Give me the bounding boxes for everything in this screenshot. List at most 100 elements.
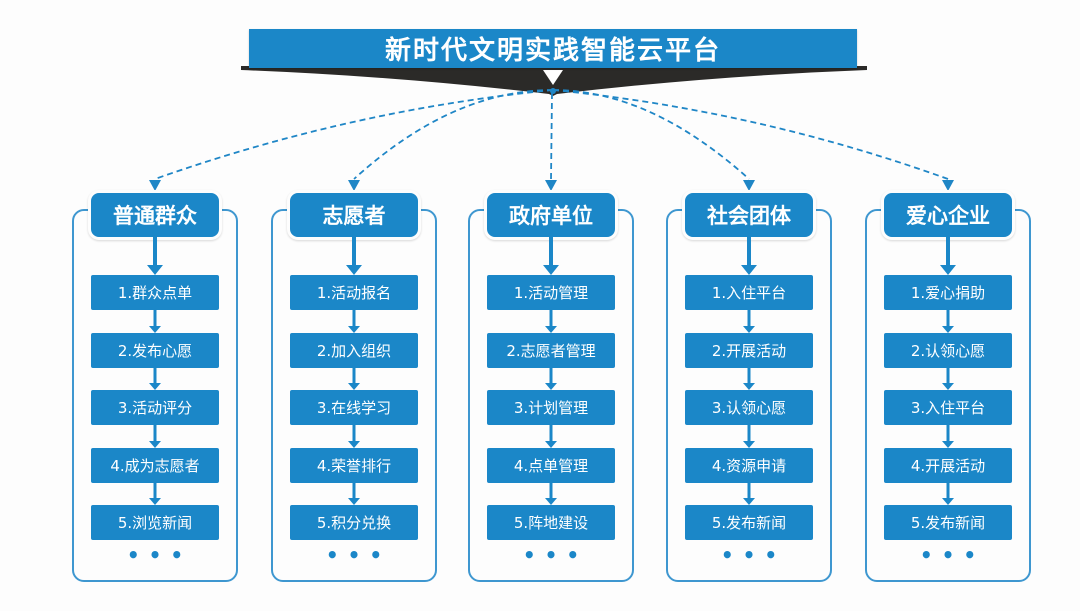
arrow-stem (352, 237, 356, 266)
arrow-down-icon (741, 237, 757, 275)
step-label: 3.在线学习 (316, 399, 392, 417)
arrow-head (348, 498, 360, 505)
arrow-stem (352, 368, 356, 384)
arrow-stem (549, 425, 553, 442)
arrow-head (545, 326, 557, 333)
step-box: 5.积分兑换 (290, 505, 418, 540)
arrow-stem (153, 483, 157, 499)
step-label: 4.资源申请 (711, 457, 787, 475)
step-box: 4.点单管理 (487, 448, 615, 483)
arrow-head (147, 265, 163, 275)
column-government-units: 政府单位 1.活动管理 2.志愿者管理 3.计划管理 4.点单管理 5.阵地建设… (468, 190, 634, 593)
arrow-down-icon (543, 368, 559, 390)
column-header: 普通群众 (88, 190, 222, 240)
more-steps-ellipsis: ••• (919, 543, 986, 567)
arrow-head (942, 326, 954, 333)
more-steps-ellipsis: ••• (325, 543, 392, 567)
arrow-stem (549, 310, 553, 327)
platform-title-banner: 新时代文明实践智能云平台 (249, 29, 857, 68)
step-box: 2.认领心愿 (884, 333, 1012, 368)
arrow-head (149, 383, 161, 390)
arrow-stem (352, 425, 356, 442)
step-box: 5.发布新闻 (685, 505, 813, 540)
arrow-stem (946, 237, 950, 266)
step-label: 2.开展活动 (711, 342, 787, 360)
column-volunteers: 志愿者 1.活动报名 2.加入组织 3.在线学习 4.荣誉排行 5.积分兑换 •… (271, 190, 437, 593)
step-box: 1.入住平台 (685, 275, 813, 310)
arrow-head (348, 326, 360, 333)
arrow-head (348, 383, 360, 390)
arrow-head (149, 326, 161, 333)
arrow-down-icon (346, 237, 362, 275)
column-header-label: 志愿者 (322, 204, 386, 228)
arrow-down-icon (346, 425, 362, 448)
column-header-label: 社会团体 (707, 204, 791, 228)
arrow-stem (946, 368, 950, 384)
step-box: 2.发布心愿 (91, 333, 219, 368)
arrow-head (942, 498, 954, 505)
arrow-stem (747, 425, 751, 442)
arrow-head (149, 498, 161, 505)
arrow-stem (946, 425, 950, 442)
arrow-head (743, 326, 755, 333)
step-box: 1.活动报名 (290, 275, 418, 310)
arrow-head (149, 441, 161, 448)
arrow-head (942, 383, 954, 390)
step-box: 5.发布新闻 (884, 505, 1012, 540)
arrow-down-icon (543, 483, 559, 505)
arrow-stem (946, 310, 950, 327)
step-box: 3.在线学习 (290, 390, 418, 425)
step-label: 4.点单管理 (513, 457, 589, 475)
arrow-down-icon (346, 368, 362, 390)
arrow-down-icon (147, 483, 163, 505)
column-social-groups: 社会团体 1.入住平台 2.开展活动 3.认领心愿 4.资源申请 5.发布新闻 … (666, 190, 832, 593)
step-label: 1.活动报名 (316, 284, 392, 302)
arrow-down-icon (940, 425, 956, 448)
arrow-down-icon (346, 310, 362, 333)
arrow-down-icon (346, 483, 362, 505)
arrow-stem (747, 483, 751, 499)
dashed-connector-5 (552, 89, 949, 180)
arrow-down-icon (741, 368, 757, 390)
column-header: 志愿者 (287, 190, 421, 240)
arrow-down-icon (741, 483, 757, 505)
arrow-head (545, 383, 557, 390)
arrow-down-icon (940, 237, 956, 275)
arrow-stem (747, 237, 751, 266)
step-box: 3.认领心愿 (685, 390, 813, 425)
step-label: 3.活动评分 (117, 399, 193, 417)
step-label: 5.积分兑换 (316, 514, 392, 532)
arrow-head (940, 265, 956, 275)
step-box: 1.活动管理 (487, 275, 615, 310)
step-label: 2.认领心愿 (910, 342, 986, 360)
arrow-stem (153, 310, 157, 327)
dashed-connector-2 (353, 89, 554, 180)
step-label: 1.群众点单 (117, 284, 193, 302)
more-steps-ellipsis: ••• (720, 543, 787, 567)
arrow-head (743, 383, 755, 390)
step-label: 4.荣誉排行 (316, 457, 392, 475)
arrow-stem (747, 310, 751, 327)
step-label: 1.入住平台 (711, 284, 787, 302)
arrow-down-icon (940, 310, 956, 333)
arrow-down-icon (940, 368, 956, 390)
step-box: 4.资源申请 (685, 448, 813, 483)
column-general-public: 普通群众 1.群众点单 2.发布心愿 3.活动评分 4.成为志愿者 5.浏览新闻… (72, 190, 238, 593)
dashed-connector-4 (552, 89, 750, 180)
arrow-down-icon (741, 310, 757, 333)
arrow-stem (153, 237, 157, 266)
step-label: 5.阵地建设 (513, 514, 589, 532)
step-box: 3.活动评分 (91, 390, 219, 425)
step-label: 2.加入组织 (316, 342, 392, 360)
step-box: 3.计划管理 (487, 390, 615, 425)
column-header-label: 普通群众 (113, 204, 197, 228)
column-header: 爱心企业 (881, 190, 1015, 240)
arrow-head (741, 265, 757, 275)
column-header: 政府单位 (484, 190, 618, 240)
arrow-stem (549, 237, 553, 266)
step-label: 5.浏览新闻 (117, 514, 193, 532)
step-label: 3.计划管理 (513, 399, 589, 417)
arrow-stem (352, 483, 356, 499)
step-label: 2.发布心愿 (117, 342, 193, 360)
